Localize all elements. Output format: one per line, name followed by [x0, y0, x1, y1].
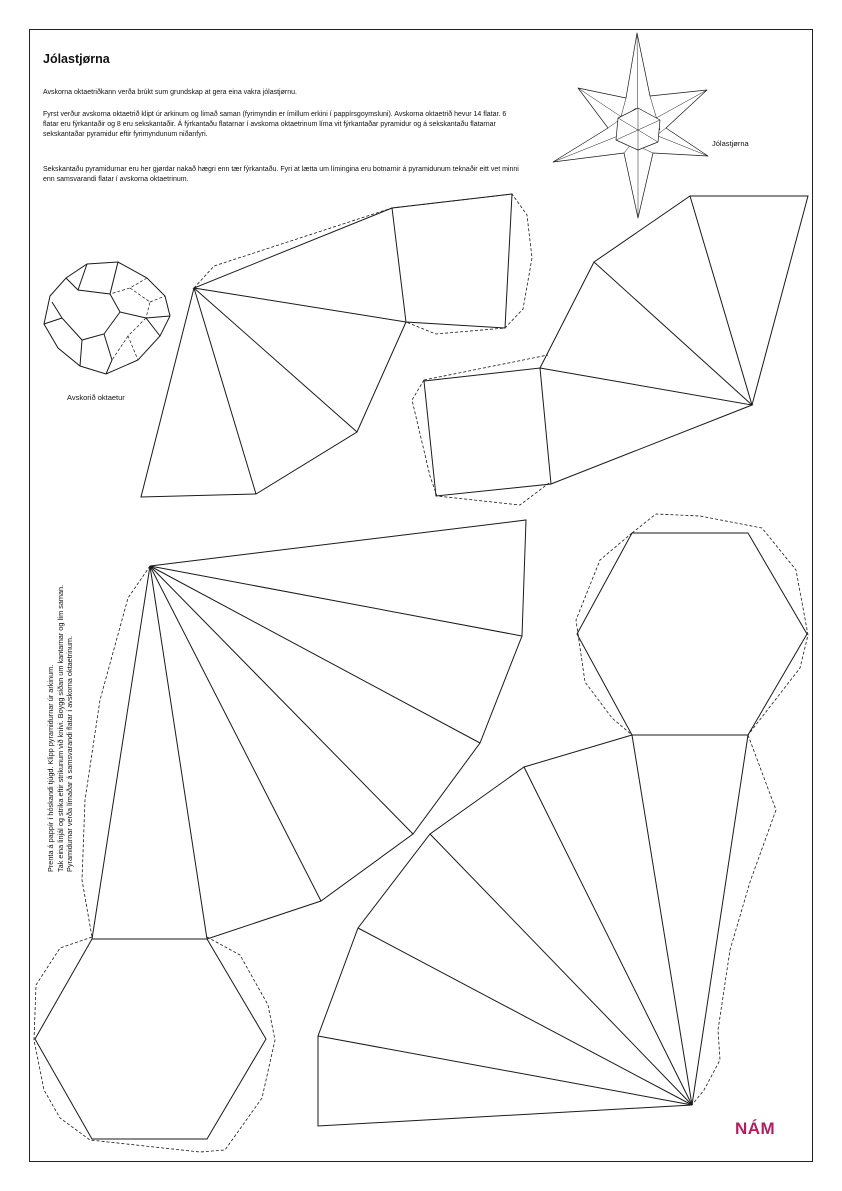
square-pyramid-net-2	[411, 195, 809, 506]
square-pyramid-net-1	[140, 193, 533, 498]
intro-paragraph: Avskorna oktaetriðkann verða brúkt sum g…	[43, 89, 297, 96]
side-instruction-line: Prenta á pappír í hóskandi tjúgd. Klipp …	[46, 664, 55, 872]
nam-logo: NÁM	[735, 1119, 776, 1138]
hexagon-pyramid-net-2	[317, 513, 809, 1127]
hexagon-pyramid-net-1	[33, 519, 527, 1153]
page-title: Jólastjørna	[43, 52, 110, 66]
pyramid-note-paragraph: Sekskantaðu pyramidurnar eru her gjørdar…	[43, 166, 519, 183]
truncated-octahedron-illustration	[43, 261, 171, 375]
octahedron-caption: Avskorið oktaetur	[67, 393, 125, 402]
side-instruction-line: Pyramidurnar verða límaðar á samsvarandi…	[65, 635, 75, 872]
side-instructions: Prenta á pappír í hóskandi tjúgd. Klipp …	[46, 452, 75, 872]
star-caption: Jólastjørna	[712, 139, 749, 148]
side-instruction-line: Tak eina linjál og strika eftir strikunu…	[55, 584, 65, 872]
page-frame	[29, 29, 813, 1162]
instructions-paragraph: Fyrst verður avskorna oktaetrið klipt úr…	[43, 111, 507, 138]
christmas-star-illustration	[552, 32, 709, 219]
